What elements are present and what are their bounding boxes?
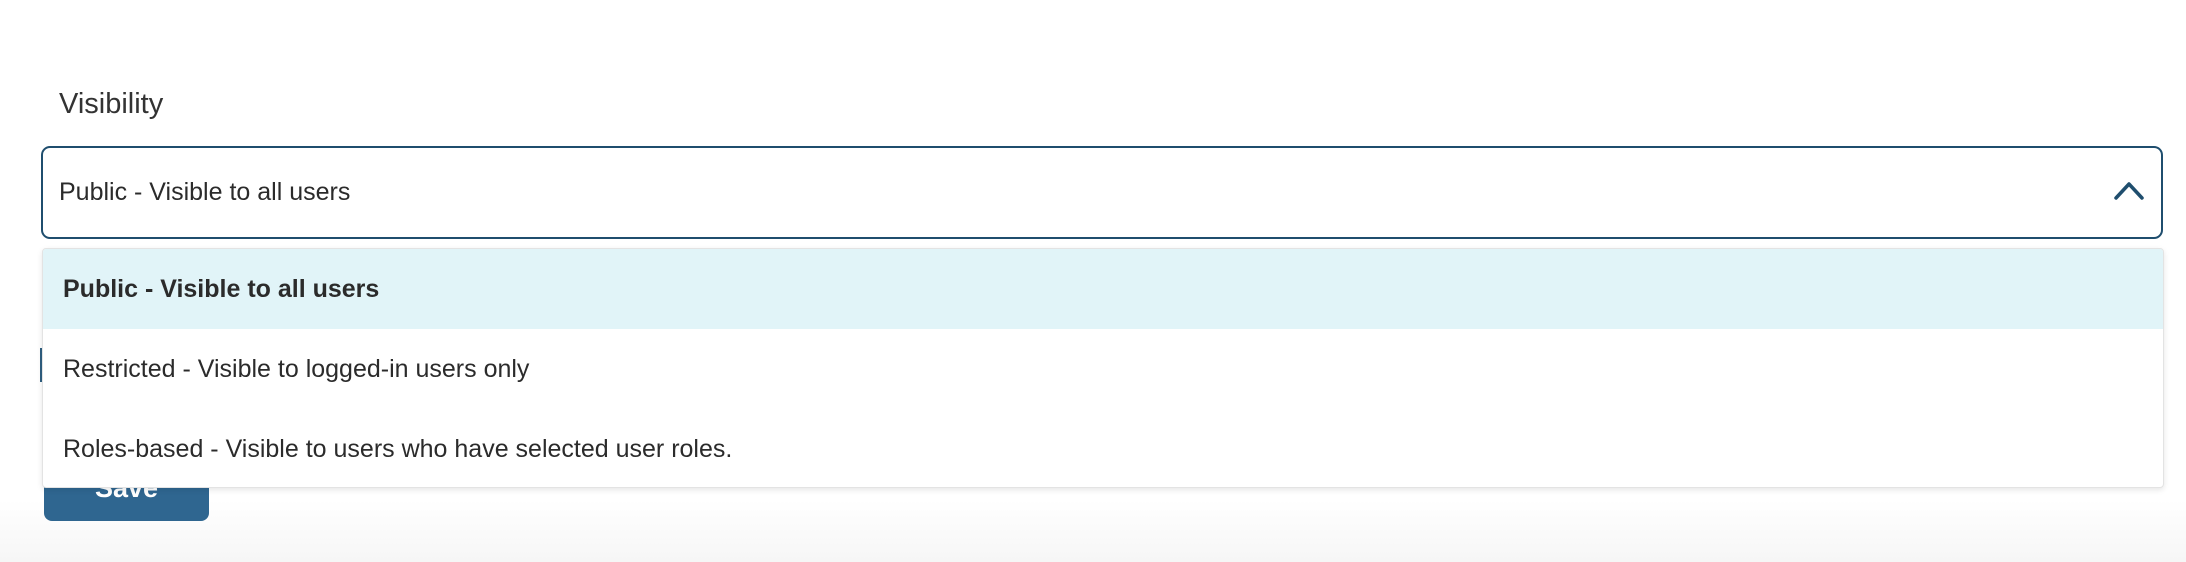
option-public[interactable]: Public - Visible to all users <box>43 249 2163 329</box>
visibility-select-value: Public - Visible to all users <box>59 178 351 206</box>
option-roles-based[interactable]: Roles-based - Visible to users who have … <box>63 435 733 463</box>
visibility-label: Visibility <box>59 88 164 120</box>
option-restricted[interactable]: Restricted - Visible to logged-in users … <box>63 355 530 383</box>
visibility-dropdown-list: Public - Visible to all users Restricted… <box>42 248 2164 488</box>
chevron-up-icon[interactable] <box>2111 173 2147 209</box>
visibility-select[interactable]: Public - Visible to all users <box>41 146 2163 239</box>
hidden-field-edge <box>40 348 43 382</box>
